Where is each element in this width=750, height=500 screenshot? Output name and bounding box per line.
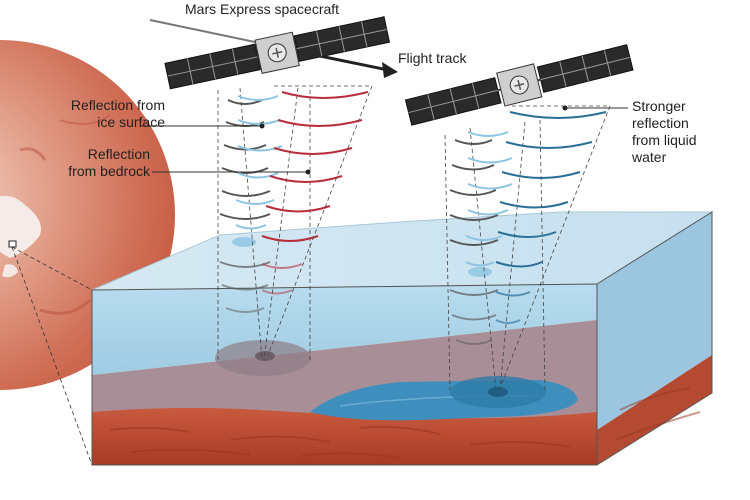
flight-track-arrow [149, 19, 398, 78]
bedrock-reflection-label: Reflection from bedrock [50, 146, 150, 180]
ice-reflection-line-2: ice surface [97, 114, 165, 130]
region-marker-icon [8, 240, 17, 248]
water-reflection-line-4: water [632, 149, 667, 165]
water-reflection-line-3: from liquid [632, 132, 697, 148]
water-reflection-label: Stronger reflection from liquid water [632, 98, 697, 166]
bedrock-reflection-line-1: Reflection [87, 146, 150, 162]
radar-cone-right [444, 105, 611, 391]
spacecraft-label: Mars Express spacecraft [185, 1, 340, 17]
water-reflection-line-2: reflection [632, 115, 689, 131]
ice-block [91, 211, 714, 466]
spacecraft-right [404, 44, 634, 126]
ice-reflection-line-1: Reflection from [70, 97, 165, 113]
zoom-line-bottom [11, 246, 93, 466]
bedrock-reflection-line-2: from bedrock [68, 163, 150, 179]
zoom-line-top [11, 246, 93, 291]
water-reflection-line-1: Stronger [632, 98, 686, 114]
spacecraft-left [164, 16, 391, 90]
leader-lines [140, 105, 628, 175]
flight-track-label: Flight track [398, 50, 467, 66]
radar-cone-left [217, 85, 373, 361]
ice-reflection-label: Reflection from ice surface [50, 97, 165, 131]
